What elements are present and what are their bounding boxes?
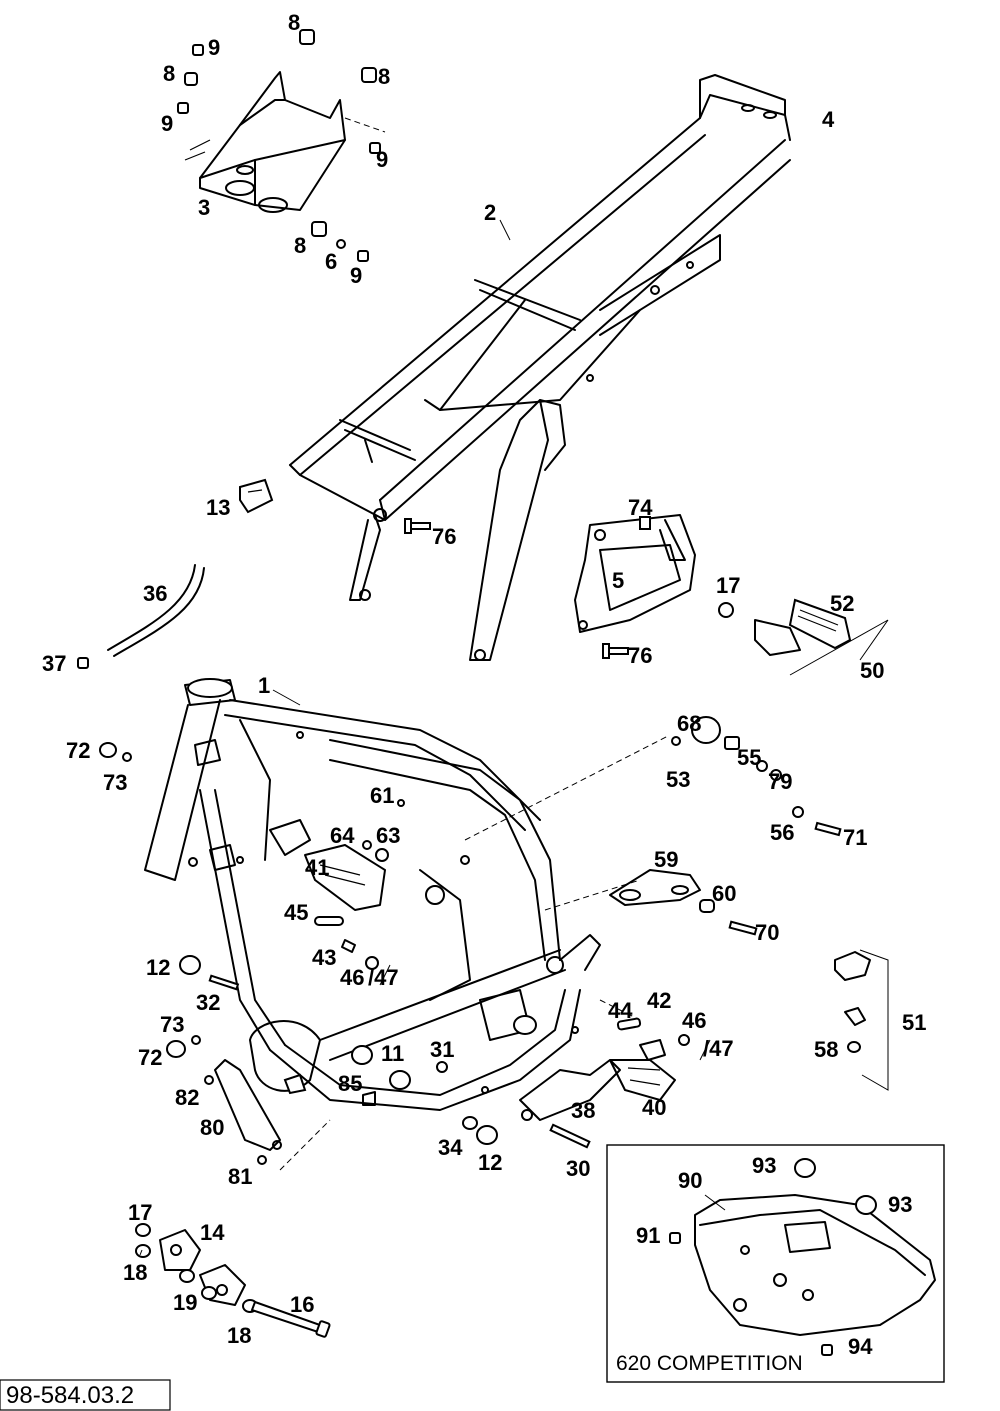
callout-72b: 72: [138, 1045, 162, 1070]
callout-12b: 12: [478, 1150, 502, 1175]
callout-94: 94: [848, 1334, 873, 1359]
callout-16: 16: [290, 1292, 314, 1317]
callout-12a: 12: [146, 955, 170, 980]
callout-91: 91: [636, 1223, 660, 1248]
main-frame-part-1: [144, 678, 601, 1111]
callout-8b: 8: [163, 61, 175, 86]
rear-subframe-part-2: [289, 74, 791, 661]
callout-53: 53: [666, 767, 690, 792]
callout-37: 37: [42, 651, 66, 676]
callout-18b: 18: [227, 1323, 251, 1348]
inset-620-competition: 620 COMPETITION: [606, 1144, 945, 1383]
callout-8c: 8: [378, 64, 390, 89]
callout-4: 4: [822, 107, 835, 132]
callout-17b: 17: [128, 1200, 152, 1225]
callout-71: 71: [843, 825, 867, 850]
callout-72a: 72: [66, 738, 90, 763]
callout-8a: 8: [288, 10, 300, 35]
side-plate-part-5: [574, 514, 696, 633]
bolt-part-76-lower: [602, 643, 629, 659]
callout-51: 51: [902, 1010, 926, 1035]
callout-46b: 46: [682, 1008, 706, 1033]
bolt-part-76-upper: [404, 518, 431, 534]
callout-61: 61: [370, 783, 394, 808]
callout-38: 38: [571, 1098, 595, 1123]
callout-76a: 76: [432, 524, 456, 549]
callout-76b: 76: [628, 643, 652, 668]
callout-5: 5: [612, 568, 624, 593]
callout-2: 2: [484, 200, 496, 225]
callout-9a: 9: [208, 35, 220, 60]
callout-30: 30: [566, 1156, 590, 1181]
callout-55: 55: [737, 745, 761, 770]
callout-42: 42: [647, 988, 671, 1013]
callout-74: 74: [628, 495, 653, 520]
callout-43: 43: [312, 945, 336, 970]
callout-82: 82: [175, 1085, 199, 1110]
clip-part-37: [77, 657, 89, 669]
callout-79: 79: [768, 769, 792, 794]
callout-44: 44: [608, 998, 633, 1023]
document-number-box: 98-584.03.2: [0, 1379, 171, 1411]
callout-3: 3: [198, 195, 210, 220]
document-number: 98-584.03.2: [6, 1382, 134, 1409]
callout-47a: /47: [368, 965, 399, 990]
callout-85: 85: [338, 1071, 362, 1096]
skid-plate-part-3: [184, 71, 346, 213]
callout-9b: 9: [161, 111, 173, 136]
assembly-lines: [279, 735, 669, 1171]
callout-46a: 46: [340, 965, 364, 990]
rubber-buffer-part-13: [239, 478, 274, 514]
callout-60: 60: [712, 881, 736, 906]
callout-45: 45: [284, 900, 308, 925]
callout-6: 6: [325, 249, 337, 274]
callout-11: 11: [381, 1041, 404, 1066]
callout-56: 56: [770, 820, 794, 845]
callout-81: 81: [228, 1164, 252, 1189]
callout-80: 80: [200, 1115, 224, 1140]
callout-40: 40: [642, 1095, 666, 1120]
frame-hardware: [99, 716, 889, 1165]
callout-52: 52: [830, 591, 854, 616]
callout-1: 1: [258, 673, 270, 698]
callout-59: 59: [654, 847, 678, 872]
callout-17a: 17: [716, 573, 740, 598]
callout-68: 68: [677, 711, 701, 736]
callout-32: 32: [196, 990, 220, 1015]
inset-caption: 620 COMPETITION: [616, 1352, 803, 1375]
bolt-part-74: [639, 516, 651, 530]
linkage-parts-14-19: [135, 1223, 331, 1338]
hose-part-36: [107, 564, 205, 657]
callout-41: 41: [305, 855, 329, 880]
callout-47b: /47: [703, 1036, 734, 1061]
callout-leaders: [139, 219, 726, 1256]
callout-64: 64: [330, 823, 355, 848]
callout-90: 90: [678, 1168, 702, 1193]
callout-58: 58: [814, 1037, 838, 1062]
callout-70: 70: [755, 920, 779, 945]
callout-73a: 73: [103, 770, 127, 795]
callout-31: 31: [430, 1037, 454, 1062]
callout-63: 63: [376, 823, 400, 848]
callout-73b: 73: [160, 1012, 184, 1037]
callout-9c: 9: [376, 147, 388, 172]
callout-18a: 18: [123, 1260, 147, 1285]
callout-93a: 93: [752, 1153, 776, 1178]
callout-50: 50: [860, 658, 884, 683]
passenger-footrest-part-50: [718, 598, 889, 676]
callout-8d: 8: [294, 233, 306, 258]
callout-13: 13: [206, 495, 230, 520]
callout-34: 34: [438, 1135, 463, 1160]
callout-9d: 9: [350, 263, 362, 288]
callout-36: 36: [143, 581, 167, 606]
callout-14: 14: [200, 1220, 225, 1245]
skid-mount-hardware: [177, 29, 386, 262]
callout-93b: 93: [888, 1192, 912, 1217]
callout-19: 19: [173, 1290, 197, 1315]
